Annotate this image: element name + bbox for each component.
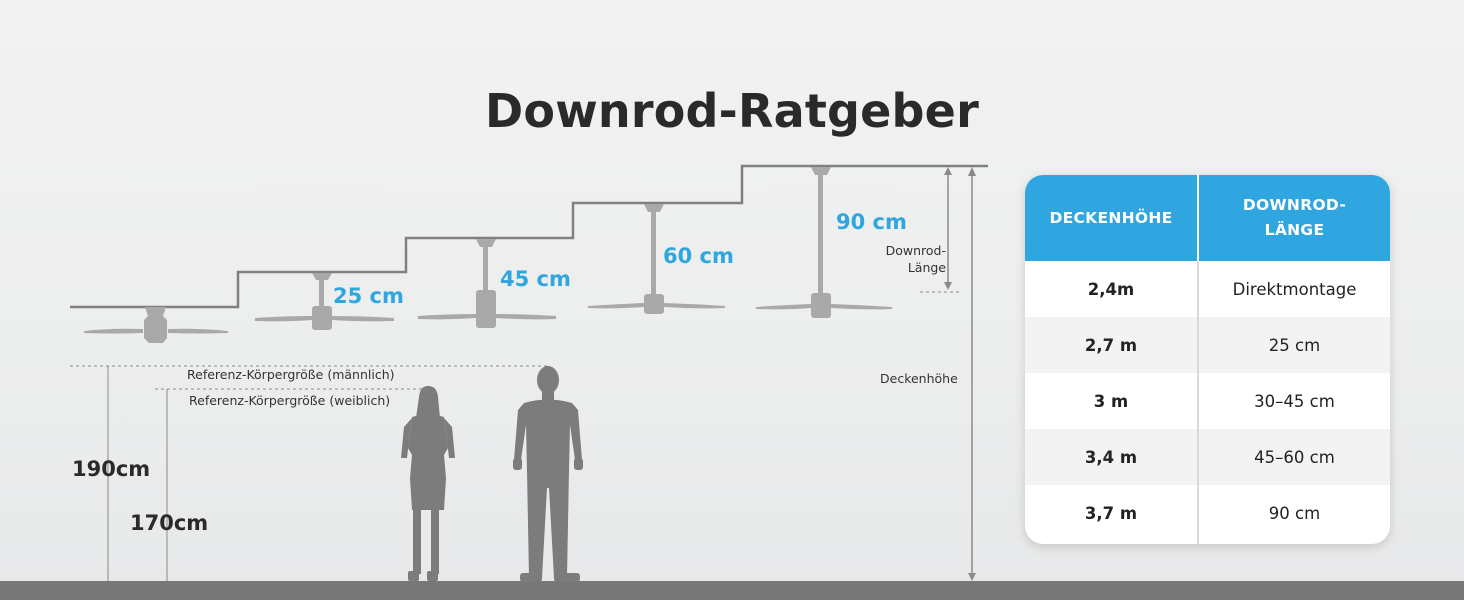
fan-45cm (418, 239, 556, 328)
header-column-divider (1197, 175, 1199, 261)
height-female-value: 170cm (130, 511, 209, 535)
page-title: Downrod-Ratgeber (485, 84, 979, 138)
reference-height-male-label: Referenz-Körpergröße (männlich) (187, 367, 395, 382)
downrod-length-cell: 45–60 cm (1254, 447, 1335, 467)
ceiling-height-cell: 2,7 m (1084, 335, 1138, 355)
table-row: 2,4m Direktmontage (1025, 261, 1390, 317)
column-header-downrod-length: DOWNROD-LÄNGE (1199, 175, 1390, 261)
table-row: 3 m 30–45 cm (1025, 373, 1390, 429)
column-divider (1197, 175, 1199, 544)
height-male-value: 190cm (72, 457, 151, 481)
downrod-table: DECKENHÖHE DOWNROD-LÄNGE 2,4m Direktmont… (1025, 175, 1390, 544)
ceiling-line (70, 164, 988, 309)
ceiling-height-cell: 2,4m (1087, 279, 1135, 299)
downrod-label-90cm: 90 cm (836, 210, 907, 234)
fan-flush-mount (84, 307, 228, 343)
downrod-label-25cm: 25 cm (333, 284, 404, 308)
fan-60cm (588, 204, 725, 314)
downrod-length-cell: 90 cm (1268, 503, 1321, 523)
table-header: DECKENHÖHE DOWNROD-LÄNGE (1025, 175, 1390, 261)
ceiling-height-dimension (968, 167, 976, 581)
fan-25cm (255, 273, 394, 330)
downrod-length-label-line2: Länge (907, 260, 946, 275)
reference-height-female-label: Referenz-Körpergröße (weiblich) (189, 393, 391, 408)
downrod-length-label-line1: Downrod- (885, 243, 946, 258)
downrod-length-label: Downrod- Länge (868, 242, 946, 276)
floor (0, 581, 1464, 600)
table-row: 2,7 m 25 cm (1025, 317, 1390, 373)
column-header-downrod-length-text: DOWNROD-LÄNGE (1242, 196, 1347, 239)
male-silhouette (513, 366, 583, 582)
downrod-length-cell: 30–45 cm (1254, 391, 1335, 411)
downrod-label-60cm: 60 cm (663, 244, 734, 268)
ceiling-height-label: Deckenhöhe (880, 371, 958, 386)
downrod-length-cell: 25 cm (1268, 335, 1321, 355)
female-silhouette (401, 386, 455, 581)
downrod-length-cell: Direktmontage (1232, 279, 1357, 299)
ceiling-height-cell: 3 m (1093, 391, 1129, 411)
table-row: 3,7 m 90 cm (1025, 485, 1390, 541)
reference-height-lines (70, 365, 548, 581)
downrod-label-45cm: 45 cm (500, 267, 571, 291)
column-header-ceiling-height: DECKENHÖHE (1025, 175, 1197, 261)
table-row: 3,4 m 45–60 cm (1025, 429, 1390, 485)
fan-90cm (756, 167, 892, 318)
ceiling-height-cell: 3,4 m (1084, 447, 1138, 467)
column-header-ceiling-height-text: DECKENHÖHE (1049, 208, 1173, 227)
downrod-length-dimension (920, 167, 962, 293)
ceiling-height-cell: 3,7 m (1084, 503, 1138, 523)
